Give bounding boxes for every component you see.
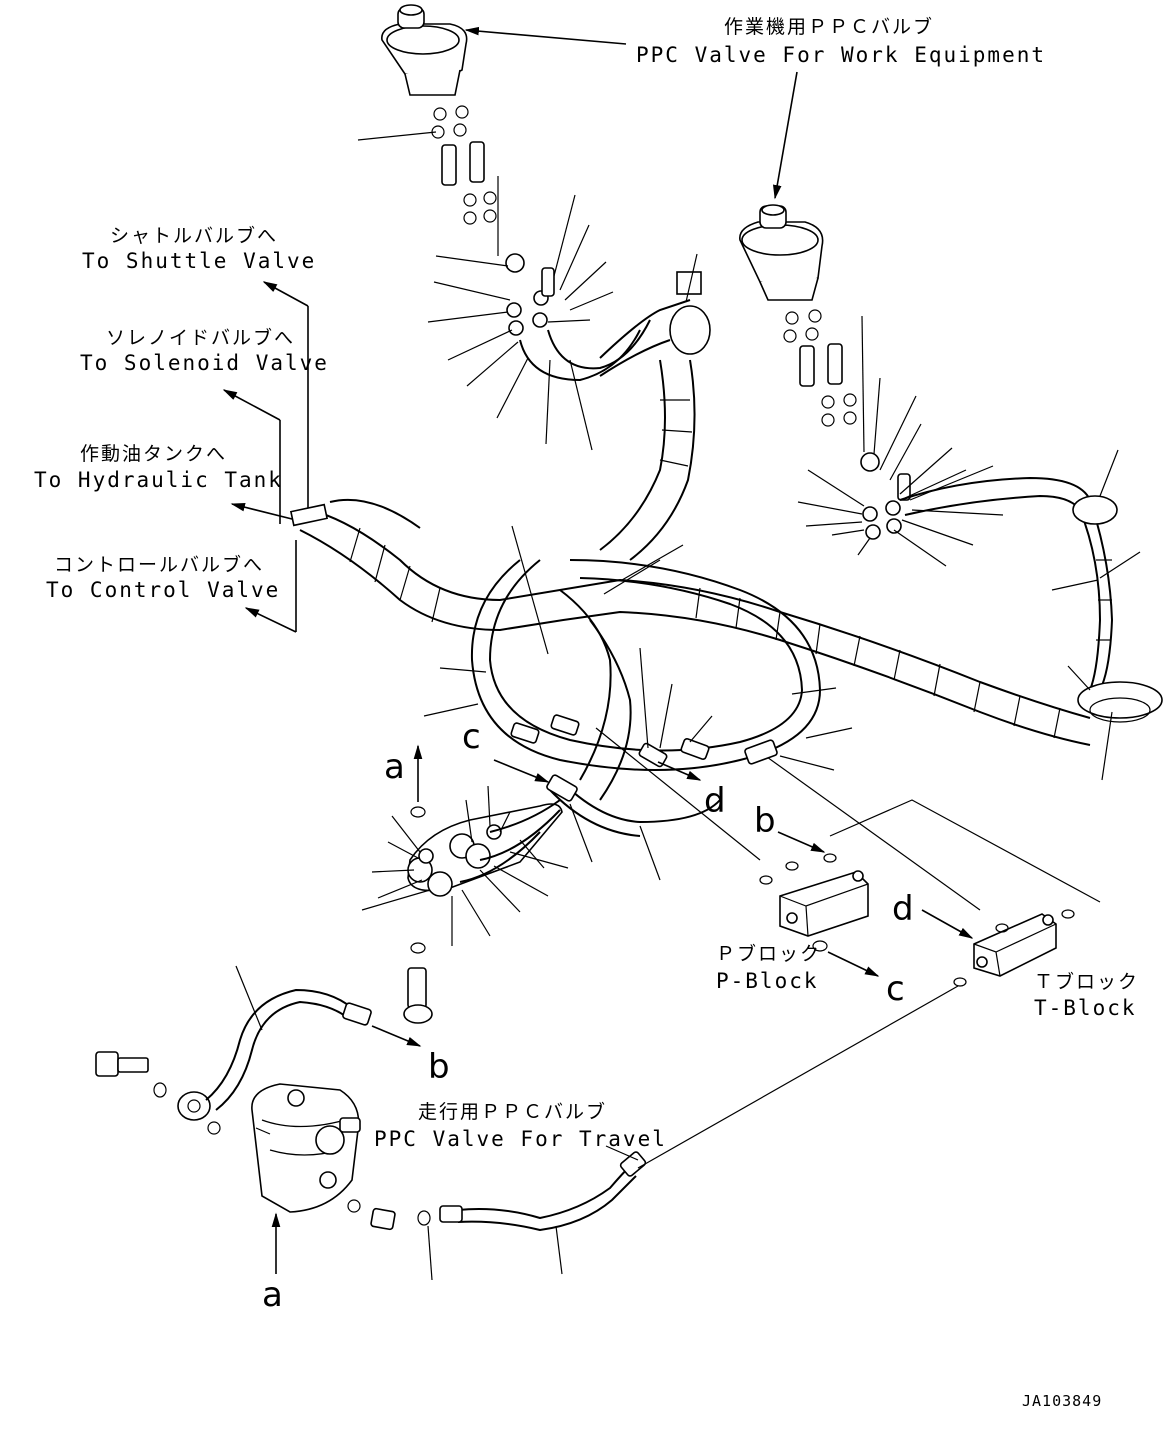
leader-lines-upper-left (427, 176, 698, 451)
o-ring-bottom (410, 942, 426, 954)
p-block (759, 853, 869, 952)
callout-d-mid: d (704, 781, 726, 821)
shuttle-jp-label: シャトルバルブへ (110, 224, 278, 247)
ppc-work-en-label: PPC Valve For Work Equipment (636, 43, 1046, 67)
upper-hose-bundle (505, 253, 711, 382)
ppc-work-jp-label: 作業機用ＰＰＣバルブ (724, 15, 934, 38)
tank-en-label: To Hydraulic Tank (34, 468, 283, 492)
t-block (953, 909, 1075, 987)
ppc-valve-travel (251, 1083, 361, 1213)
travel-bolt-assembly (95, 1051, 221, 1135)
adapter-fitting (403, 967, 433, 1024)
lower-manifold (407, 799, 563, 897)
tblock-en-label: T-Block (1034, 996, 1137, 1020)
tblock-jp-label: Ｔブロック (1034, 970, 1139, 993)
leader-lines-right (797, 315, 1141, 781)
leader-lines-travel (235, 965, 959, 1281)
callout-b-bottom: b (428, 1047, 450, 1087)
leader-lines-middle (423, 525, 853, 881)
main-hose-bundle (299, 359, 1091, 911)
ppc-valve-work-right (739, 204, 857, 427)
left-connector-lines (222, 281, 329, 633)
callout-a-top: a (384, 747, 405, 787)
control-en-label: To Control Valve (46, 578, 280, 602)
callout-b-mid: b (754, 801, 776, 841)
pblock-en-label: P-Block (716, 969, 819, 993)
tank-jp-label: 作動油タンクへ (80, 443, 227, 465)
callout-d-right: d (892, 889, 914, 929)
middle-hose-fittings (510, 714, 778, 802)
ppc-travel-en-label: PPC Valve For Travel (374, 1127, 667, 1151)
ppc-travel-jp-label: 走行用ＰＰＣバルブ (418, 1100, 607, 1123)
shuttle-en-label: To Shuttle Valve (82, 249, 316, 273)
travel-hoses (205, 988, 647, 1232)
solenoid-en-label: To Solenoid Valve (80, 351, 329, 375)
callout-c-right: c (886, 969, 905, 1009)
control-jp-label: コントロールバルブへ (54, 553, 264, 576)
wrap-stripes (349, 399, 1112, 739)
solenoid-jp-label: ソレノイドバルブへ (106, 326, 295, 349)
callout-c-mid: c (462, 717, 481, 757)
o-ring-top (410, 806, 426, 818)
leader-lines-lower-manifold (361, 785, 593, 946)
pblock-jp-label: Ｐブロック (716, 942, 821, 965)
callout-a-bottom: a (262, 1275, 283, 1315)
ppc-valve-work-left (381, 4, 497, 225)
drawing-code: JA103849 (1022, 1392, 1102, 1410)
right-hose-bundle (860, 452, 1163, 723)
